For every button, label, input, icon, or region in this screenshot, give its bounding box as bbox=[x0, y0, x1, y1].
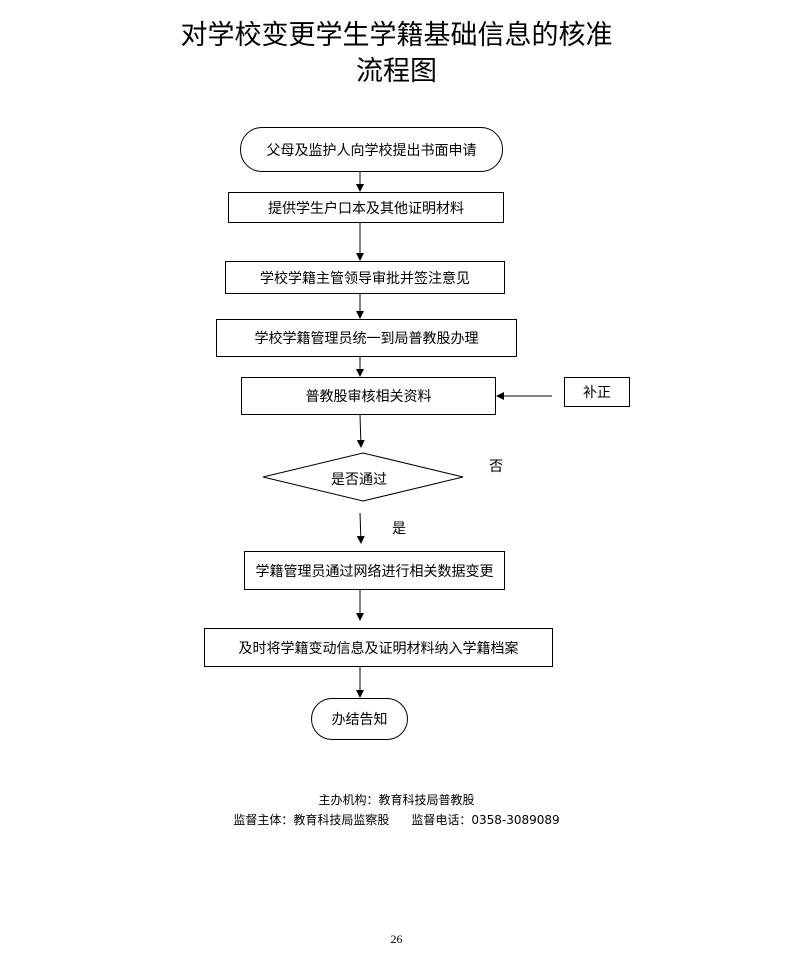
supplement-label: 补正 bbox=[583, 385, 611, 401]
page-title-line-1: 对学校变更学生学籍基础信息的核准 bbox=[180, 20, 613, 51]
edge-label-no: 否 bbox=[489, 459, 503, 475]
decision-diamond bbox=[262, 452, 464, 502]
online-change-label: 学籍管理员通过网络进行相关数据变更 bbox=[255, 563, 494, 580]
process-review: 普教股审核相关资料 bbox=[241, 377, 496, 415]
submit-to-bureau-label: 学校学籍管理员统一到局普教股办理 bbox=[254, 331, 479, 347]
footer-organizer-line: 主办机构：教育科技局普教股 bbox=[0, 791, 793, 808]
end-label: 办结告知 bbox=[331, 712, 388, 728]
leader-approval-label: 学校学籍主管领导审批并签注意见 bbox=[260, 270, 470, 287]
footer-phone: 监督电话：0358-3089089 bbox=[411, 813, 560, 827]
process-archive: 及时将学籍变动信息及证明材料纳入学籍档案 bbox=[204, 628, 553, 667]
page-number: 26 bbox=[390, 932, 403, 946]
footer-supervision-line: 监督主体：教育科技局监察股 监督电话：0358-3089089 bbox=[0, 811, 793, 828]
edge-label-yes: 是 bbox=[392, 521, 406, 537]
arrow-decision-to-change bbox=[356, 512, 365, 544]
start-terminal: 父母及监护人向学校提出书面申请 bbox=[240, 127, 503, 172]
process-leader-approval: 学校学籍主管领导审批并签注意见 bbox=[225, 261, 505, 294]
footer-supervisor: 监督主体：教育科技局监察股 bbox=[233, 813, 390, 827]
archive-label: 及时将学籍变动信息及证明材料纳入学籍档案 bbox=[238, 640, 519, 657]
review-label: 普教股审核相关资料 bbox=[305, 389, 432, 405]
start-label: 父母及监护人向学校提出书面申请 bbox=[266, 142, 477, 159]
process-online-change: 学籍管理员通过网络进行相关数据变更 bbox=[244, 551, 505, 590]
arrow-review-to-decision bbox=[356, 414, 365, 448]
decision-label: 是否通过 bbox=[331, 472, 387, 488]
footer-organizer: 主办机构：教育科技局普教股 bbox=[318, 793, 475, 807]
provide-materials-label: 提供学生户口本及其他证明材料 bbox=[268, 200, 464, 217]
page-title-line-2: 流程图 bbox=[356, 56, 437, 87]
process-supplement: 补正 bbox=[564, 377, 630, 407]
process-submit-to-bureau: 学校学籍管理员统一到局普教股办理 bbox=[216, 319, 517, 357]
end-terminal: 办结告知 bbox=[311, 698, 408, 740]
process-provide-materials: 提供学生户口本及其他证明材料 bbox=[228, 192, 504, 223]
